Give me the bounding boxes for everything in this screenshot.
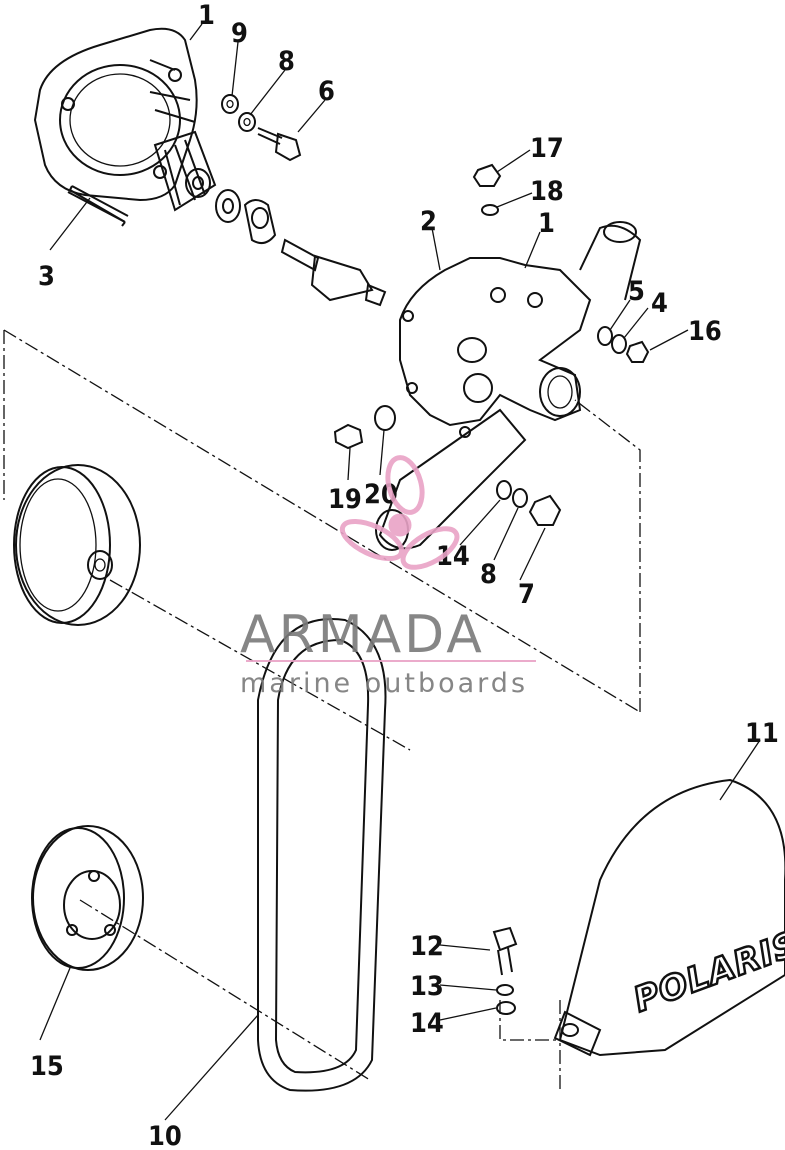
impeller: [153, 130, 217, 212]
washer-9: [221, 94, 239, 114]
callout-16: 16: [688, 316, 722, 347]
fitting-19: [333, 423, 364, 450]
pump-cover: [33, 27, 198, 227]
callout-14-lower: 14: [410, 1008, 444, 1039]
lock-washer-4: [611, 334, 627, 354]
callout-1-cover: 1: [198, 0, 215, 31]
callout-11: 11: [745, 718, 779, 749]
stud-3: [67, 185, 129, 223]
belt-guard: POLARIS: [553, 778, 785, 1057]
watermark-divider: [246, 660, 536, 662]
watermark-brand: ARMADA: [240, 605, 485, 665]
nut-7: [528, 494, 562, 526]
washer-5: [597, 326, 613, 346]
callout-2: 2: [420, 206, 437, 237]
watermark-subtitle: marine outboards: [240, 668, 528, 699]
callout-6: 6: [318, 76, 335, 107]
lock-washer-8-upper: [512, 488, 528, 508]
callout-8-lower: 8: [480, 559, 497, 590]
callout-10: 10: [148, 1121, 182, 1150]
pulley-15: [31, 825, 144, 971]
callout-labels: 1 9 8 6 3 17 18 2 1 5 4 16 19 20 14 8 7 …: [30, 0, 779, 1150]
washer-13: [496, 984, 514, 996]
lock-washer-8: [238, 112, 256, 132]
propeller-logo-icon: [339, 455, 460, 570]
washer-18: [481, 204, 499, 216]
callout-19: 19: [328, 484, 362, 515]
callout-4: 4: [651, 288, 668, 319]
callout-7: 7: [518, 579, 535, 610]
drive-pulley: [13, 464, 141, 626]
callout-12: 12: [410, 931, 444, 962]
nut-16: [625, 340, 650, 363]
armada-watermark: ARMADA marine outboards: [240, 455, 536, 699]
callout-5: 5: [628, 276, 645, 307]
polaris-logo: POLARIS: [628, 924, 785, 1020]
callout-13: 13: [410, 971, 444, 1002]
seal: [215, 189, 241, 223]
pump-shaft: [280, 238, 387, 307]
bolt-6: [257, 127, 302, 162]
pump-housing: [399, 221, 642, 438]
assembly-axis-lines: [3, 329, 641, 1090]
callout-17: 17: [530, 133, 564, 164]
callout-8-upper: 8: [278, 46, 295, 77]
washer-20: [374, 405, 396, 431]
callout-9: 9: [231, 18, 248, 49]
washer-14-upper: [496, 480, 512, 500]
bushing: [243, 199, 277, 245]
washer-14-lower: [496, 1001, 516, 1015]
bolt-12: [492, 926, 518, 976]
callout-1-housing: 1: [538, 208, 555, 239]
callout-18: 18: [530, 176, 564, 207]
nut-17: [472, 163, 502, 187]
callout-3: 3: [38, 261, 55, 292]
callout-15: 15: [30, 1051, 64, 1082]
drive-belt: [257, 618, 387, 1092]
leader-lines: [39, 23, 761, 1121]
